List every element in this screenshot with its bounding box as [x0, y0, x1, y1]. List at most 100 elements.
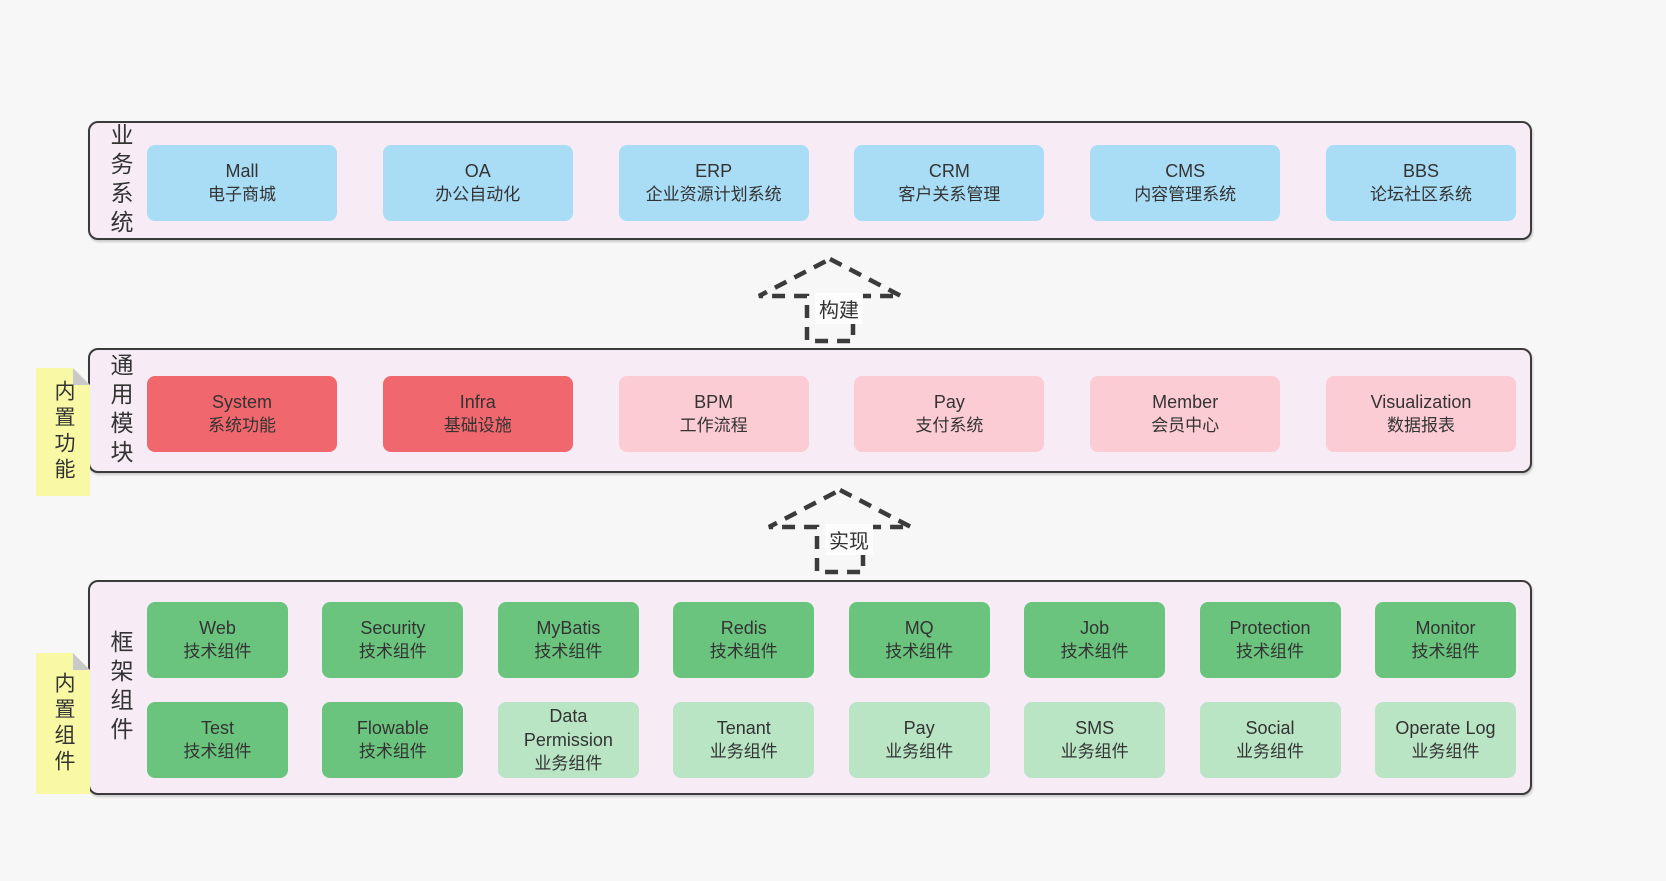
box-subtitle: 技术组件 — [358, 642, 427, 661]
box-erp: ERP 企业资源计划系统 — [618, 145, 809, 221]
box-subtitle: 业务组件 — [1236, 742, 1305, 761]
box-system: System 系统功能 — [147, 376, 337, 452]
box-subtitle: 论坛社区系统 — [1369, 185, 1472, 204]
box-pay-component: Pay 业务组件 — [848, 702, 990, 778]
box-subtitle: 企业资源计划系统 — [645, 185, 782, 204]
box-title: Monitor — [1415, 618, 1476, 638]
box-subtitle: 电子商城 — [208, 185, 276, 204]
panel-common-modules-label: 通用模块 — [107, 352, 133, 469]
box-title: Tenant — [716, 718, 771, 738]
box-title: BBS — [1402, 161, 1439, 181]
box-mybatis: MyBatis 技术组件 — [497, 602, 639, 678]
box-bbs: BBS 论坛社区系统 — [1325, 145, 1516, 221]
box-oa: OA 办公自动化 — [382, 145, 573, 221]
box-subtitle: 技术组件 — [1236, 642, 1305, 661]
box-title: CMS — [1165, 161, 1206, 181]
box-title: Redis — [720, 618, 767, 638]
panel-common-modules: 通用模块 System 系统功能 Infra 基础设施 BPM 工作流程 Pay… — [88, 348, 1532, 473]
arrow-implement-label: 实现 — [825, 524, 873, 555]
box-title: MQ — [904, 618, 934, 638]
box-cms: CMS 内容管理系统 — [1090, 145, 1281, 221]
box-title: Protection — [1229, 618, 1311, 638]
box-subtitle: 业务组件 — [709, 742, 778, 761]
box-title: Social — [1245, 718, 1295, 738]
box-infra: Infra 基础设施 — [382, 376, 573, 452]
box-subtitle: 技术组件 — [885, 642, 954, 661]
box-title: Data Permission — [523, 706, 613, 750]
box-data-permission: Data Permission 业务组件 — [497, 702, 639, 778]
arrow-build: 构建 — [755, 256, 905, 344]
box-title: SMS — [1075, 718, 1115, 738]
box-member: Member 会员中心 — [1090, 376, 1281, 452]
box-sms: SMS 业务组件 — [1024, 702, 1166, 778]
box-title: System — [211, 392, 272, 412]
box-subtitle: 业务组件 — [1411, 742, 1480, 761]
box-subtitle: 支付系统 — [915, 416, 984, 435]
box-subtitle: 业务组件 — [534, 754, 603, 773]
box-subtitle: 系统功能 — [208, 416, 276, 435]
box-title: Test — [200, 718, 234, 738]
box-subtitle: 技术组件 — [358, 742, 427, 761]
arrow-implement: 实现 — [765, 487, 915, 575]
box-web: Web 技术组件 — [147, 602, 288, 678]
sticky-builtin-components-label: 内置组件 — [52, 671, 75, 776]
box-subtitle: 技术组件 — [1411, 642, 1480, 661]
panel-business-systems: 业务系统 Mall 电子商城 OA 办公自动化 ERP 企业资源计划系统 CRM… — [88, 121, 1532, 240]
box-title: Infra — [459, 392, 496, 412]
sticky-builtin-components: 内置组件 — [36, 653, 90, 794]
box-subtitle: 技术组件 — [1060, 642, 1129, 661]
box-bpm: BPM 工作流程 — [618, 376, 809, 452]
box-tenant: Tenant 业务组件 — [673, 702, 815, 778]
box-title: Web — [199, 618, 236, 638]
box-subtitle: 工作流程 — [679, 416, 748, 435]
box-title: OA — [464, 161, 491, 181]
box-title: Flowable — [356, 718, 429, 738]
box-redis: Redis 技术组件 — [673, 602, 815, 678]
box-subtitle: 业务组件 — [885, 742, 954, 761]
box-title: ERP — [695, 161, 733, 181]
box-flowable: Flowable 技术组件 — [322, 702, 464, 778]
box-title: Member — [1152, 392, 1219, 412]
box-title: BPM — [694, 392, 734, 412]
dashed-up-arrow-icon — [757, 256, 903, 344]
box-title: Pay — [903, 718, 935, 738]
box-operate-log: Operate Log 业务组件 — [1374, 702, 1516, 778]
box-subtitle: 技术组件 — [183, 742, 252, 761]
panel-framework-components-label: 框架组件 — [107, 629, 133, 746]
box-subtitle: 内容管理系统 — [1134, 185, 1237, 204]
box-title: Security — [360, 618, 426, 638]
box-subtitle: 数据报表 — [1386, 416, 1455, 435]
box-title: CRM — [928, 161, 970, 181]
arrow-build-label: 构建 — [815, 293, 863, 324]
box-subtitle: 基础设施 — [443, 416, 512, 435]
box-subtitle: 客户关系管理 — [898, 185, 1001, 204]
box-title: Visualization — [1370, 392, 1472, 412]
box-social: Social 业务组件 — [1199, 702, 1341, 778]
box-title: MyBatis — [536, 618, 601, 638]
box-title: Operate Log — [1395, 718, 1496, 738]
box-mq: MQ 技术组件 — [848, 602, 990, 678]
box-title: Pay — [933, 392, 965, 412]
box-monitor: Monitor 技术组件 — [1374, 602, 1516, 678]
dashed-up-arrow-icon — [767, 487, 913, 575]
box-security: Security 技术组件 — [322, 602, 464, 678]
box-test: Test 技术组件 — [147, 702, 288, 778]
box-pay: Pay 支付系统 — [854, 376, 1045, 452]
box-subtitle: 技术组件 — [709, 642, 778, 661]
box-subtitle: 业务组件 — [1060, 742, 1129, 761]
box-visualization: Visualization 数据报表 — [1325, 376, 1516, 452]
box-subtitle: 技术组件 — [183, 642, 252, 661]
box-protection: Protection 技术组件 — [1199, 602, 1341, 678]
panel-framework-components: 框架组件 Web 技术组件 Security 技术组件 MyBatis 技术组件… — [88, 580, 1532, 795]
panel-business-systems-label: 业务系统 — [107, 122, 133, 239]
box-title: Mall — [225, 161, 259, 181]
box-subtitle: 技术组件 — [534, 642, 603, 661]
box-subtitle: 办公自动化 — [435, 185, 521, 204]
box-title: Job — [1080, 618, 1110, 638]
sticky-builtin-features: 内置功能 — [36, 368, 90, 496]
box-mall: Mall 电子商城 — [147, 145, 337, 221]
box-subtitle: 会员中心 — [1151, 416, 1220, 435]
sticky-builtin-features-label: 内置功能 — [52, 380, 75, 484]
box-crm: CRM 客户关系管理 — [854, 145, 1045, 221]
